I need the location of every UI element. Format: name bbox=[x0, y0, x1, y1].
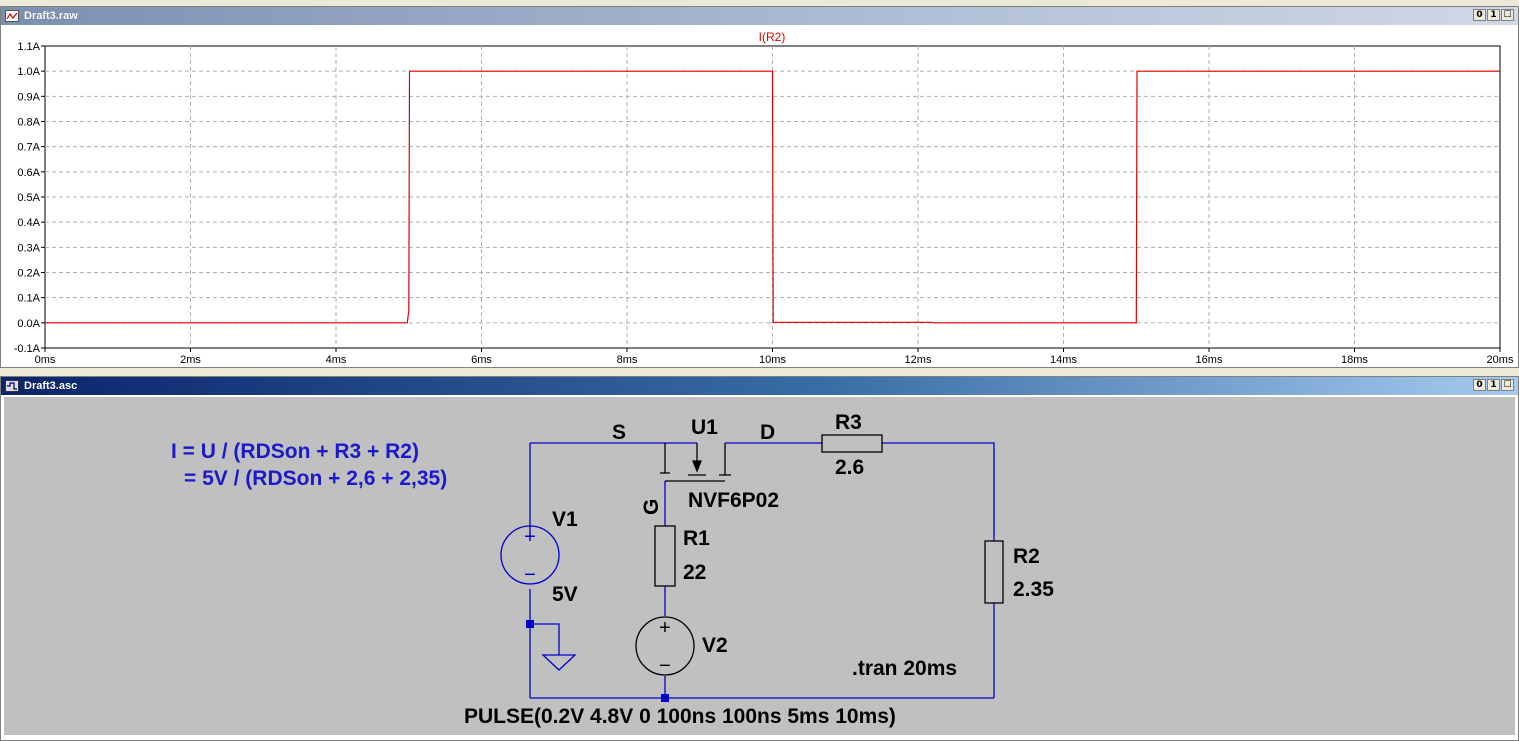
mosfet-u1[interactable] bbox=[660, 443, 731, 482]
wires[interactable] bbox=[529, 442, 995, 699]
restore-button[interactable]: 1 bbox=[1487, 379, 1500, 391]
v2-value-label[interactable]: PULSE(0.2V 4.8V 0 100ns 100ns 5ms 10ms) bbox=[464, 705, 896, 728]
y-tick-label: 0.7A bbox=[17, 142, 40, 154]
formula-comment-line1[interactable]: I = U / (RDSon + R3 + R2) bbox=[171, 440, 419, 463]
resistor-r2[interactable] bbox=[984, 540, 1004, 604]
schematic-window-title: Draft3.asc bbox=[24, 380, 78, 392]
tran-directive[interactable]: .tran 20ms bbox=[852, 657, 957, 680]
r2-value-label[interactable]: 2.35 bbox=[1013, 578, 1054, 601]
y-tick-label: 0.5A bbox=[17, 192, 40, 204]
plus-icon: + bbox=[524, 526, 536, 548]
y-tick-label: -0.1A bbox=[14, 343, 41, 355]
x-tick-label: 4ms bbox=[326, 354, 347, 366]
waveform-file-icon bbox=[5, 10, 19, 22]
y-axis-ticks: -0.1A 0.0A 0.1A 0.2A 0.3A 0.4A 0.5A 0.6A 0.7A 0.8… bbox=[14, 41, 45, 355]
ground-icon[interactable] bbox=[541, 654, 577, 671]
pin-d-label[interactable]: D bbox=[760, 421, 775, 444]
pin-g-label[interactable]: G bbox=[640, 499, 663, 515]
waveform-window[interactable]: Draft3.raw 0 1 ☐ -0.1A 0.0A 0.1A 0.2A 0.3A 0.… bbox=[0, 6, 1519, 368]
mosfet-model-label[interactable]: NVF6P02 bbox=[688, 489, 779, 512]
restore-button[interactable]: 1 bbox=[1487, 9, 1500, 21]
wire-r3-r2[interactable] bbox=[882, 442, 995, 541]
x-tick-label: 10ms bbox=[759, 354, 786, 366]
r1-name-label[interactable]: R1 bbox=[683, 527, 710, 550]
maximize-button[interactable]: ☐ bbox=[1501, 9, 1514, 21]
y-tick-label: 0.3A bbox=[17, 242, 40, 254]
x-tick-label: 0ms bbox=[35, 354, 56, 366]
voltage-source-v2[interactable]: + − bbox=[635, 616, 695, 677]
v1-value-label[interactable]: 5V bbox=[552, 583, 578, 606]
schematic-window[interactable]: Draft3.asc 0 1 ☐ bbox=[0, 376, 1519, 741]
y-tick-label: 0.4A bbox=[17, 217, 40, 229]
trace-label-i-r2[interactable]: I(R2) bbox=[759, 30, 786, 44]
r1-value-label[interactable]: 22 bbox=[683, 561, 706, 584]
r3-name-label[interactable]: R3 bbox=[835, 411, 862, 434]
y-tick-label: 0.6A bbox=[17, 167, 40, 179]
y-tick-label: 0.8A bbox=[17, 117, 40, 129]
schematic-file-icon bbox=[5, 380, 19, 392]
waveform-window-titlebar[interactable]: Draft3.raw 0 1 ☐ bbox=[1, 7, 1518, 25]
x-tick-label: 18ms bbox=[1341, 354, 1368, 366]
y-tick-label: 0.2A bbox=[17, 268, 40, 280]
x-tick-label: 6ms bbox=[471, 354, 492, 366]
trace-i-r2[interactable] bbox=[45, 70, 1500, 324]
voltage-source-v1[interactable]: + − bbox=[500, 525, 560, 586]
waveform-window-title: Draft3.raw bbox=[24, 10, 78, 22]
r2-name-label[interactable]: R2 bbox=[1013, 545, 1040, 568]
minimize-button[interactable]: 0 bbox=[1473, 379, 1486, 391]
maximize-button[interactable]: ☐ bbox=[1501, 379, 1514, 391]
schematic-canvas[interactable]: + − + − S U1 D G NVF6P02 R3 2.6 R1 22 R2… bbox=[4, 397, 1515, 735]
x-tick-label: 8ms bbox=[617, 354, 638, 366]
resistor-r3[interactable] bbox=[821, 434, 883, 453]
y-tick-label: 0.9A bbox=[17, 91, 40, 103]
r3-value-label[interactable]: 2.6 bbox=[835, 456, 864, 479]
wire-ground[interactable] bbox=[530, 623, 560, 655]
x-tick-label: 16ms bbox=[1196, 354, 1223, 366]
mosfet-name-label[interactable]: U1 bbox=[691, 416, 718, 439]
minus-icon: − bbox=[659, 655, 671, 677]
x-axis-ticks: 0ms 2ms 4ms 6ms 8ms 10ms 12ms 14ms 16ms 18ms 20ms bbox=[35, 348, 1514, 366]
formula-comment-line2[interactable]: = 5V / (RDSon + 2,6 + 2,35) bbox=[184, 467, 447, 490]
schematic-window-titlebar[interactable]: Draft3.asc 0 1 ☐ bbox=[1, 377, 1518, 395]
resistor-r1[interactable] bbox=[654, 525, 676, 587]
x-tick-label: 14ms bbox=[1050, 354, 1077, 366]
junction-dot bbox=[661, 694, 669, 702]
minimize-button[interactable]: 0 bbox=[1473, 9, 1486, 21]
y-tick-label: 0.0A bbox=[17, 318, 40, 330]
y-tick-label: 1.0A bbox=[17, 66, 40, 78]
x-tick-label: 2ms bbox=[180, 354, 201, 366]
y-tick-label: 1.1A bbox=[17, 41, 40, 53]
junction-dot bbox=[526, 620, 534, 628]
x-tick-label: 20ms bbox=[1487, 354, 1514, 366]
v2-name-label[interactable]: V2 bbox=[702, 634, 728, 657]
waveform-plot[interactable]: -0.1A 0.0A 0.1A 0.2A 0.3A 0.4A 0.5A 0.6A 0.7A 0.8… bbox=[1, 26, 1518, 368]
plus-icon: + bbox=[659, 617, 671, 639]
x-tick-label: 12ms bbox=[905, 354, 932, 366]
y-tick-label: 0.1A bbox=[17, 293, 40, 305]
minus-icon: − bbox=[524, 564, 536, 586]
v1-name-label[interactable]: V1 bbox=[552, 508, 578, 531]
pin-s-label[interactable]: S bbox=[612, 421, 626, 444]
